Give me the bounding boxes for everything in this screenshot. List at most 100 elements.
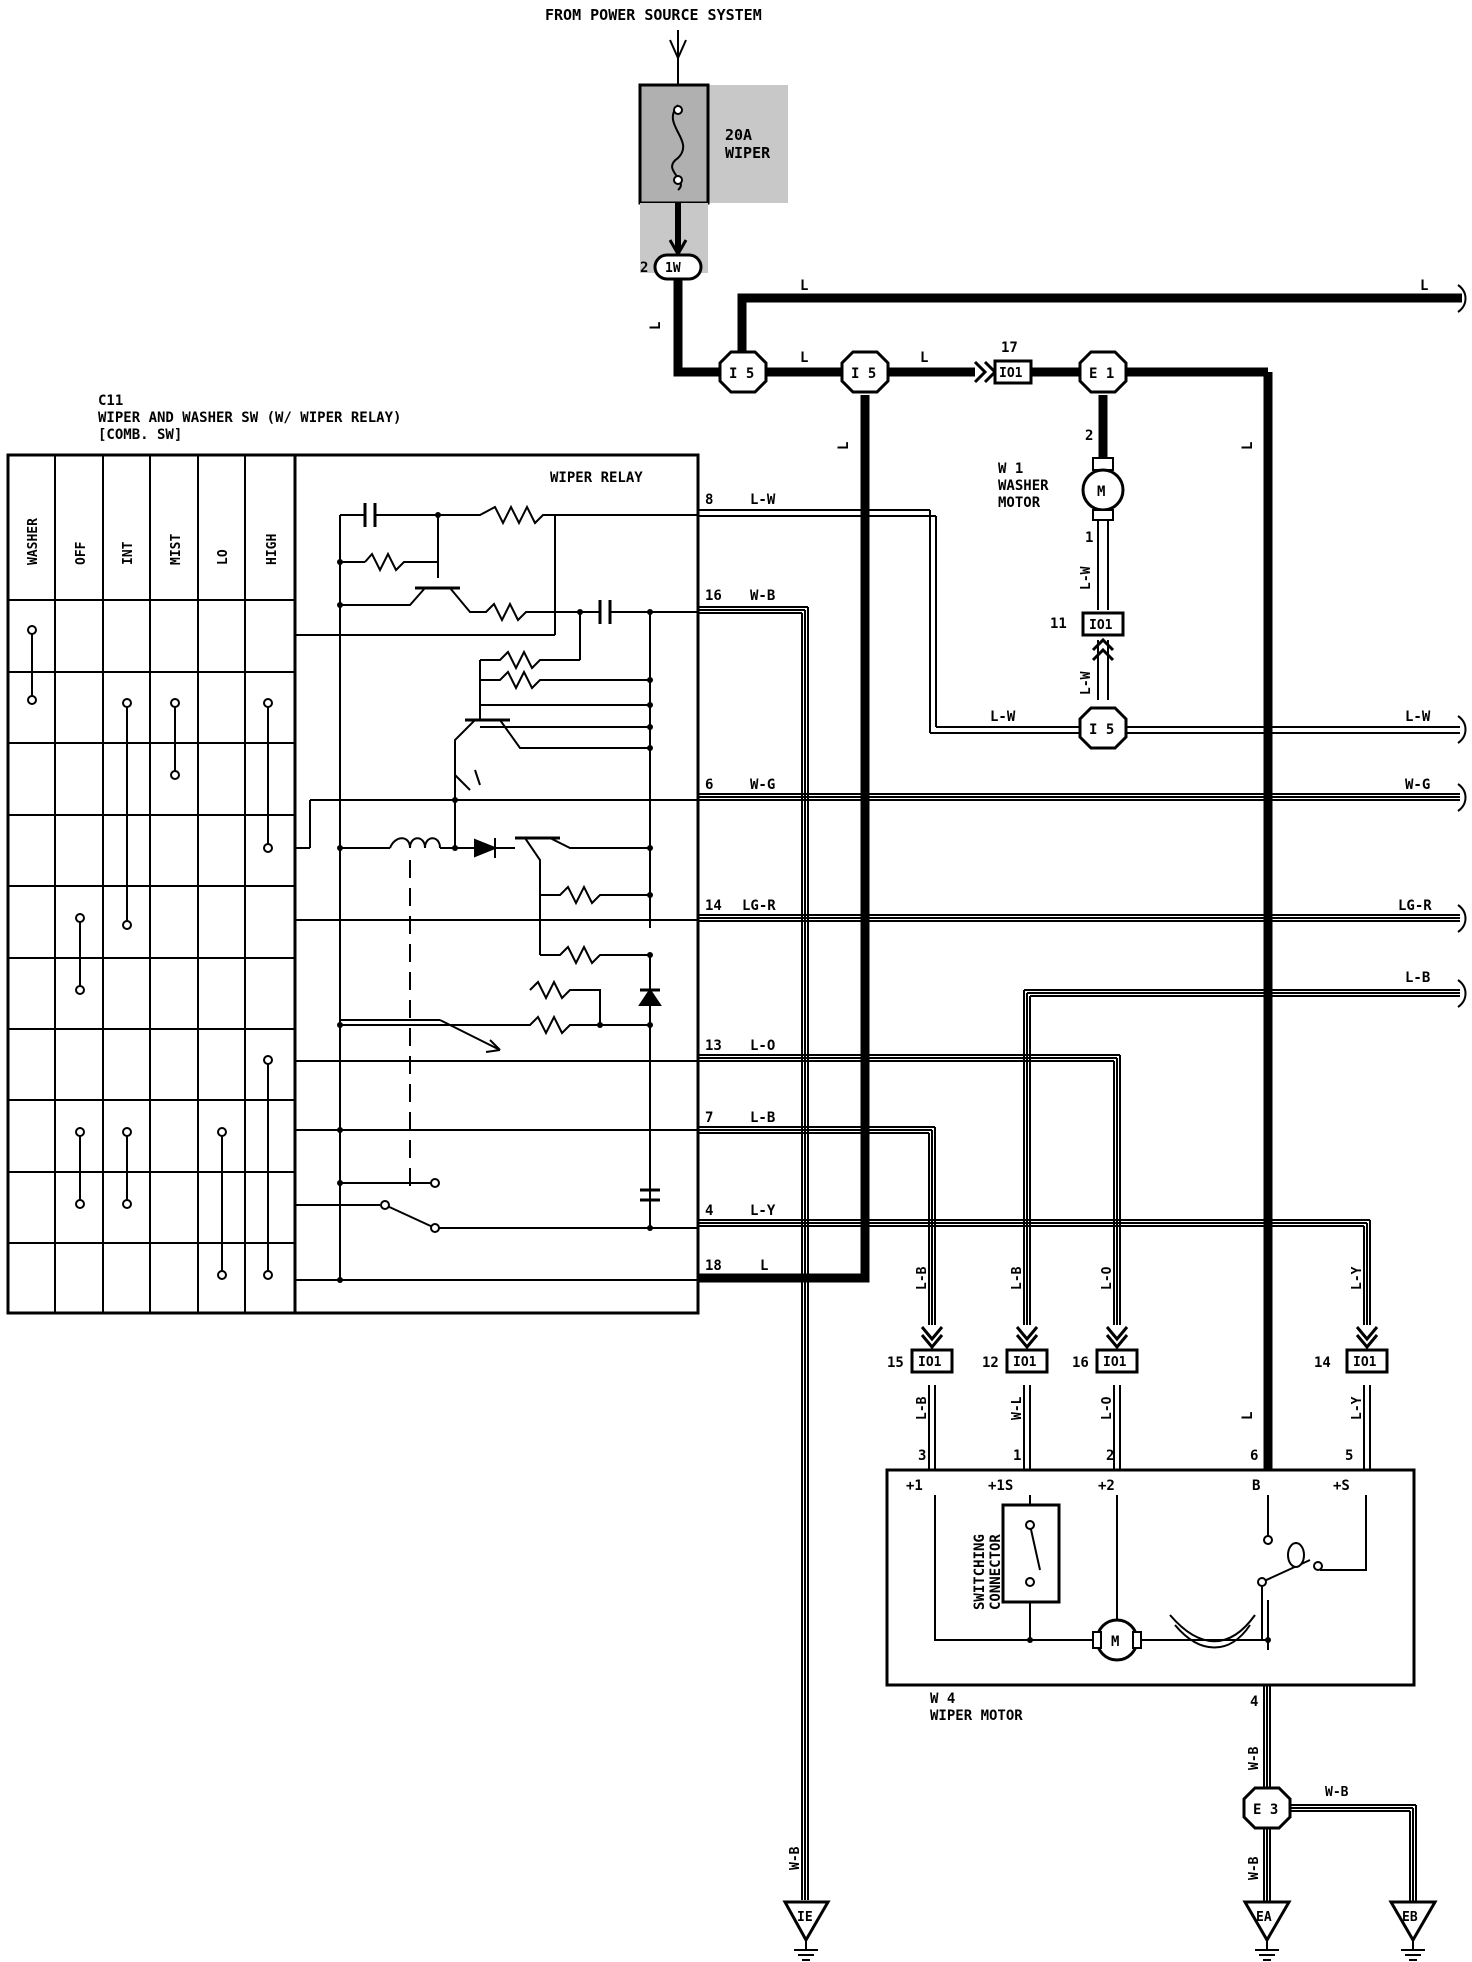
svg-text:1: 1: [1085, 530, 1093, 546]
junction-i5-c: I 5: [1078, 706, 1128, 750]
svg-text:L-W: L-W: [1079, 566, 1094, 590]
ground-ie: IE: [782, 1900, 831, 1961]
svg-text:W-B: W-B: [1247, 1856, 1262, 1880]
svg-text:W 1: W 1: [998, 461, 1023, 477]
svg-text:12: 12: [982, 1355, 999, 1371]
diagram-title: FROM POWER SOURCE SYSTEM: [545, 6, 762, 24]
wire-label-lw: L-W: [990, 709, 1016, 725]
svg-text:L-O: L-O: [750, 1038, 775, 1054]
svg-text:14: 14: [1314, 1355, 1331, 1371]
wire-label-l: L: [920, 350, 928, 366]
svg-text:HIGH: HIGH: [265, 534, 280, 565]
svg-text:3: 3: [918, 1448, 926, 1464]
svg-text:LG-R: LG-R: [742, 898, 776, 914]
svg-text:L-B: L-B: [750, 1110, 775, 1126]
svg-text:IO1: IO1: [1089, 618, 1113, 633]
svg-text:L-B: L-B: [1010, 1266, 1025, 1290]
fuse-pin: 2: [640, 260, 648, 276]
svg-text:2: 2: [1085, 428, 1093, 444]
svg-text:E 3: E 3: [1253, 1802, 1278, 1818]
svg-text:L-O: L-O: [1100, 1396, 1115, 1420]
fuse-box: 20A WIPER: [638, 83, 788, 205]
ground-ea: EA: [1242, 1900, 1292, 1961]
svg-text:EA: EA: [1256, 1910, 1272, 1925]
svg-text:I 5: I 5: [729, 366, 754, 382]
svg-text:L-B: L-B: [915, 1266, 930, 1290]
relay-label: WIPER RELAY: [550, 470, 643, 486]
connector-io1-15: 15 IO1: [887, 1326, 954, 1374]
junction-e1: E 1: [1078, 350, 1128, 394]
relay-circuit: [295, 503, 698, 1281]
svg-text:W-B: W-B: [750, 588, 775, 604]
connector-io1-16: 16 IO1: [1072, 1326, 1139, 1374]
right-label-wg: W-G: [1405, 777, 1430, 793]
svg-text:W-L: W-L: [1010, 1396, 1025, 1420]
svg-text:IO1: IO1: [1353, 1355, 1377, 1370]
switch-id: C11: [98, 393, 123, 409]
svg-text:MOTOR: MOTOR: [998, 495, 1041, 511]
svg-text:OFF: OFF: [74, 541, 89, 565]
svg-text:M: M: [1097, 484, 1105, 500]
svg-text:L: L: [760, 1258, 768, 1274]
wiper-washer-switch: WASHER OFF INT MIST LO HIGH: [6, 453, 700, 1315]
svg-text:+1: +1: [906, 1478, 923, 1494]
pin-13: 13: [705, 1038, 722, 1054]
right-label-l: L: [1420, 278, 1428, 294]
svg-text:W-B: W-B: [1247, 1746, 1262, 1770]
right-label-lb: L-B: [1405, 970, 1430, 986]
svg-text:2: 2: [1106, 1448, 1114, 1464]
right-label-lgr: LG-R: [1398, 898, 1432, 914]
wire-label-l: L: [1240, 442, 1256, 450]
ground-wires: [1263, 1685, 1417, 1905]
junction-i5-b: I 5: [840, 350, 890, 394]
washer-lw-wire: [1097, 520, 1109, 700]
svg-text:IO1: IO1: [1013, 1355, 1037, 1370]
svg-text:IO1: IO1: [918, 1355, 942, 1370]
svg-text:+2: +2: [1098, 1478, 1115, 1494]
svg-text:CONNECTOR: CONNECTOR: [988, 1534, 1004, 1610]
svg-text:5: 5: [1345, 1448, 1353, 1464]
svg-text:L-W: L-W: [1079, 671, 1094, 695]
svg-text:WIPER MOTOR: WIPER MOTOR: [930, 1708, 1023, 1724]
svg-text:L-B: L-B: [915, 1396, 930, 1420]
connector-io1-17: IO1 17: [973, 340, 1033, 385]
pin-14: 14: [705, 898, 722, 914]
pin-16: 16: [705, 588, 722, 604]
signal-wires: [698, 509, 1460, 1900]
washer-motor: 2 M W 1 WASHER MOTOR 1: [998, 428, 1125, 546]
svg-text:B: B: [1252, 1478, 1260, 1494]
fuse-name: WIPER: [725, 144, 771, 162]
svg-text:1: 1: [1013, 1448, 1021, 1464]
svg-text:WASHER: WASHER: [998, 478, 1049, 494]
svg-text:L-Y: L-Y: [1350, 1266, 1365, 1290]
svg-text:6: 6: [1250, 1448, 1258, 1464]
wire-label-l: L: [800, 350, 808, 366]
svg-text:IO1: IO1: [1103, 1355, 1127, 1370]
svg-text:LO: LO: [216, 549, 231, 565]
svg-text:L-W: L-W: [750, 492, 776, 508]
power-bus-wire: [673, 280, 1462, 1470]
svg-text:4: 4: [1250, 1694, 1258, 1710]
ground-eb: EB: [1388, 1900, 1438, 1961]
svg-text:SWITCHING: SWITCHING: [972, 1534, 988, 1610]
wire-end-breaks: [1457, 715, 1467, 1008]
svg-text:L-O: L-O: [1100, 1266, 1115, 1290]
pin-6: 6: [705, 777, 713, 793]
svg-text:W-B: W-B: [1325, 1785, 1349, 1800]
pin-7: 7: [705, 1110, 713, 1126]
junction-e3: E 3: [1242, 1786, 1292, 1830]
svg-text:L-Y: L-Y: [1350, 1396, 1365, 1420]
fuse-amp: 20A: [725, 126, 752, 144]
svg-text:M: M: [1111, 1634, 1119, 1650]
svg-text:16: 16: [1072, 1355, 1089, 1371]
svg-text:11: 11: [1050, 616, 1067, 632]
svg-text:INT: INT: [121, 541, 136, 565]
fuse-connector: 1W: [665, 261, 681, 276]
svg-text:L-Y: L-Y: [750, 1203, 776, 1219]
wire-label-l: L: [836, 442, 852, 450]
svg-text:W-G: W-G: [750, 777, 775, 793]
svg-text:E 1: E 1: [1089, 366, 1114, 382]
svg-text:17: 17: [1001, 340, 1018, 356]
switch-name: WIPER AND WASHER SW (W/ WIPER RELAY): [98, 410, 401, 426]
svg-text:15: 15: [887, 1355, 904, 1371]
